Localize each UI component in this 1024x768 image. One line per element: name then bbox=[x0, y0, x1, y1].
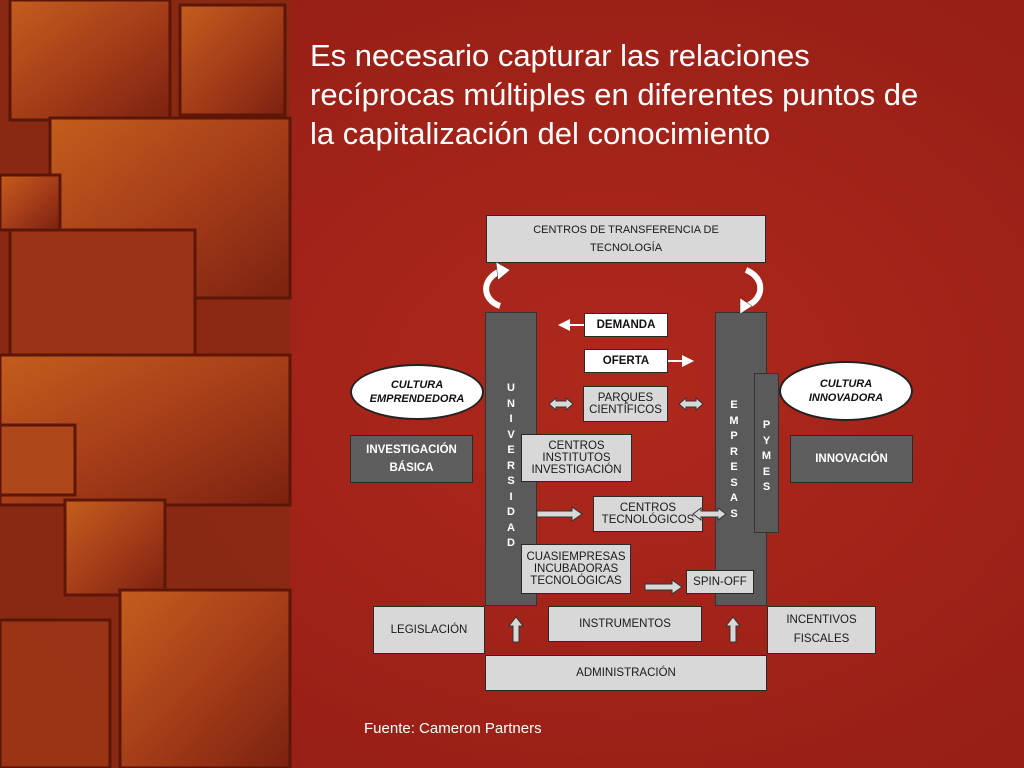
box-label: FISCALES bbox=[793, 633, 850, 645]
column-letter: Y bbox=[762, 434, 771, 447]
centros-transferencia-line-1: CENTROS DE TRANSFERENCIA DE bbox=[533, 224, 719, 236]
demanda-box: DEMANDA bbox=[584, 313, 668, 337]
centros-tecnologicos-box: CENTROS TECNOLÓGICOS bbox=[593, 496, 703, 532]
box-label: INVESTIGACIÓN bbox=[366, 444, 457, 456]
box-label: INSTITUTOS bbox=[542, 452, 611, 464]
administracion-box: ADMINISTRACIÓN bbox=[485, 655, 767, 691]
box-label: INCENTIVOS bbox=[786, 614, 857, 626]
column-letter: A bbox=[507, 521, 515, 534]
oferta-box: OFERTA bbox=[584, 349, 668, 373]
spin-off-box: SPIN-OFF bbox=[686, 570, 754, 594]
column-letter: E bbox=[730, 399, 738, 411]
box-label: LEGISLACIÓN bbox=[390, 624, 468, 636]
column-letter: D bbox=[507, 506, 515, 518]
column-letter: E bbox=[762, 465, 771, 478]
box-label: INNOVACIÓN bbox=[815, 453, 888, 465]
column-letter: E bbox=[730, 461, 738, 473]
title-line-2: recíprocas múltiples en diferentes punto… bbox=[310, 77, 919, 112]
incentivos-fiscales-box: INCENTIVOS FISCALES bbox=[767, 606, 876, 654]
parques-cientificos-box: PARQUES CIENTÍFICOS bbox=[583, 386, 668, 422]
box-label: CULTURA bbox=[390, 379, 444, 391]
cuasiempresas-box: CUASIEMPRESAS INCUBADORAS TECNOLÓGICAS bbox=[521, 544, 631, 594]
box-label: CUASIEMPRESAS bbox=[526, 551, 626, 563]
centros-institutos-box: CENTROS INSTITUTOS INVESTIGACIÓN bbox=[521, 434, 632, 482]
column-letter: S bbox=[762, 481, 771, 493]
column-letter: S bbox=[507, 475, 515, 487]
column-letter: S bbox=[730, 476, 738, 489]
box-label: INCUBADORAS bbox=[533, 563, 619, 575]
box-label: BÁSICA bbox=[389, 462, 434, 474]
box-label: INSTRUMENTOS bbox=[579, 618, 671, 630]
box-label: INNOVADORA bbox=[808, 392, 884, 404]
column-letter: M bbox=[761, 450, 772, 462]
column-letter: U bbox=[507, 382, 515, 394]
investigacion-basica-box: INVESTIGACIÓN BÁSICA bbox=[350, 435, 473, 483]
column-letter: I bbox=[509, 490, 513, 503]
demanda-label: DEMANDA bbox=[596, 319, 656, 331]
box-label: CENTROS bbox=[619, 502, 677, 514]
centros-transferencia-box: CENTROS DE TRANSFERENCIA DE TECNOLOGÍA bbox=[486, 215, 766, 263]
title-line-1: Es necesario capturar las relaciones bbox=[310, 38, 810, 73]
cultura-emprendedora-oval: CULTURA EMPRENDEDORA bbox=[350, 364, 484, 420]
source-caption: Fuente: Cameron Partners bbox=[364, 720, 542, 737]
innovacion-box: INNOVACIÓN bbox=[790, 435, 913, 483]
box-label: CENTROS bbox=[548, 440, 605, 452]
column-letter: R bbox=[730, 445, 738, 458]
column-letter: E bbox=[507, 444, 515, 456]
box-label: EMPRENDEDORA bbox=[369, 393, 465, 405]
column-letter: D bbox=[507, 537, 515, 549]
column-letter: M bbox=[729, 414, 739, 427]
column-letter: P bbox=[730, 430, 738, 442]
cultura-innovadora-oval: CULTURA INNOVADORA bbox=[779, 361, 913, 421]
column-letter: R bbox=[507, 459, 515, 472]
box-label: CIENTÍFICOS bbox=[589, 404, 662, 416]
box-label: ADMINISTRACIÓN bbox=[576, 667, 676, 679]
oferta-label: OFERTA bbox=[602, 355, 650, 367]
column-letter: P bbox=[762, 419, 771, 431]
column-letter: A bbox=[730, 492, 738, 504]
column-letter: S bbox=[730, 507, 738, 520]
pymes-column: P Y M E S bbox=[754, 373, 779, 533]
box-label: TECNOLÓGICOS bbox=[601, 514, 695, 526]
title-line-3: la capitalización del conocimiento bbox=[310, 116, 771, 151]
legislacion-box: LEGISLACIÓN bbox=[373, 606, 485, 654]
box-label: CULTURA bbox=[819, 378, 873, 390]
column-letter: V bbox=[507, 428, 515, 441]
box-label: TECNOLÓGICAS bbox=[530, 575, 622, 587]
box-label: SPIN-OFF bbox=[693, 576, 747, 588]
box-label: INVESTIGACIÓN bbox=[531, 464, 622, 476]
centros-transferencia-line-2: TECNOLOGÍA bbox=[589, 242, 663, 254]
instrumentos-box: INSTRUMENTOS bbox=[548, 606, 702, 642]
column-letter: N bbox=[507, 397, 515, 410]
column-letter: I bbox=[509, 413, 513, 425]
decorative-squares bbox=[0, 0, 292, 768]
box-label: PARQUES bbox=[597, 392, 654, 404]
slide-title: Es necesario capturar las relaciones rec… bbox=[310, 36, 1010, 153]
